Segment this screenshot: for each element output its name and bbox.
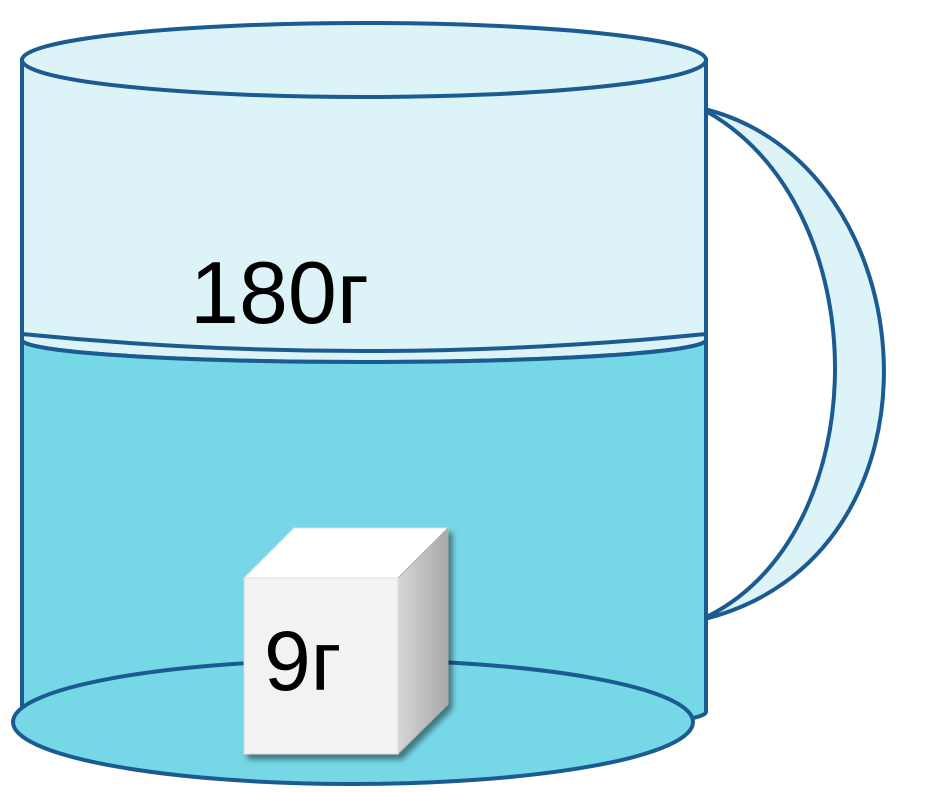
mug-rim bbox=[20, 21, 708, 99]
mug-handle bbox=[699, 106, 886, 622]
water-surface bbox=[21, 332, 707, 353]
sugar-cube-icon bbox=[242, 526, 450, 756]
water-mass-label: 180г bbox=[190, 243, 369, 342]
sugar-mass-label: 9г bbox=[264, 614, 341, 708]
cube-front-face bbox=[243, 577, 399, 755]
